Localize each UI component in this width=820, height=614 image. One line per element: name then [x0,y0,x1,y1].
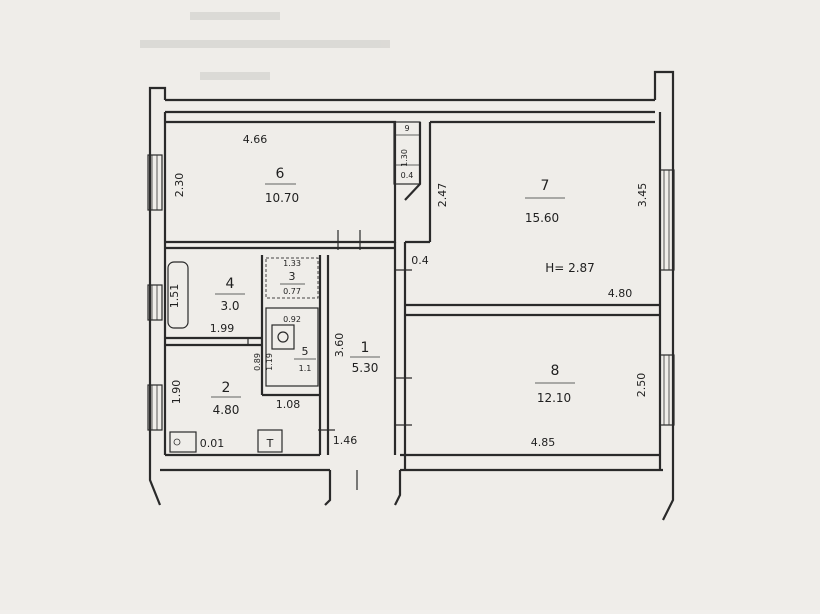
room-3-area: 0.77 [283,287,301,296]
room-8-area: 12.10 [537,391,571,405]
room-6-dim-top: 4.66 [243,133,268,146]
room-5-dim-inner: 1.19 [265,353,274,371]
room-7-dim-right: 3.45 [636,183,649,208]
room-5-dim-left: 0.89 [253,353,262,371]
room-1-dim-side: 3.60 [333,333,346,358]
room-3-dim-top: 1.33 [283,259,301,268]
room-2-area: 4.80 [213,403,240,417]
room-7-dim-bottom: 4.80 [608,287,633,300]
room-2-dim-left: 1.90 [170,380,183,405]
room-4-dim-bottom: 1.99 [210,322,235,335]
stove-icon [257,429,283,453]
room-1-dim-bottom: 1.46 [333,434,358,447]
room-3-number: 3 [289,270,296,283]
room-2-dim-bottom: 1.08 [276,398,301,411]
ceiling-height: H= 2.87 [545,261,595,275]
sink-icon [169,431,197,453]
room-6-number: 6 [276,166,285,182]
room-9-area: 0.4 [401,171,414,180]
room-5-number: 5 [302,345,309,358]
room-7-number: 7 [541,178,550,194]
bleed-through-text [140,12,390,80]
room-1-area: 5.30 [352,361,379,375]
room-5-dim-top: 0.92 [283,315,301,324]
room-4-dim-left: 1.51 [168,284,181,309]
room-4-area: 3.0 [220,299,239,313]
room-9-dim: 1.30 [400,149,409,167]
room-8-number: 8 [551,363,560,379]
room-8-dim-right: 2.50 [635,373,648,398]
room-5-area: 1.1 [299,364,312,373]
room-9-number: 9 [404,124,409,133]
door-gap-label: 0.4 [411,254,429,267]
room-7-area: 15.60 [525,211,559,225]
bathtub-icon [167,261,189,329]
stove-symbol: T [266,437,274,450]
room-6-dim-left: 2.30 [173,173,186,198]
windows [147,154,675,431]
room-7-dim-left: 2.47 [436,183,449,208]
room-2-number: 2 [222,380,231,396]
room-1-number: 1 [361,340,370,356]
interior-walls [165,120,660,490]
fixtures [167,261,283,453]
room-4-number: 4 [226,276,235,292]
outer-walls [148,70,675,521]
room-8-dim-bottom: 4.85 [531,436,556,449]
room-2-extra: 0.01 [200,437,225,450]
room-6-area: 10.70 [265,191,299,205]
